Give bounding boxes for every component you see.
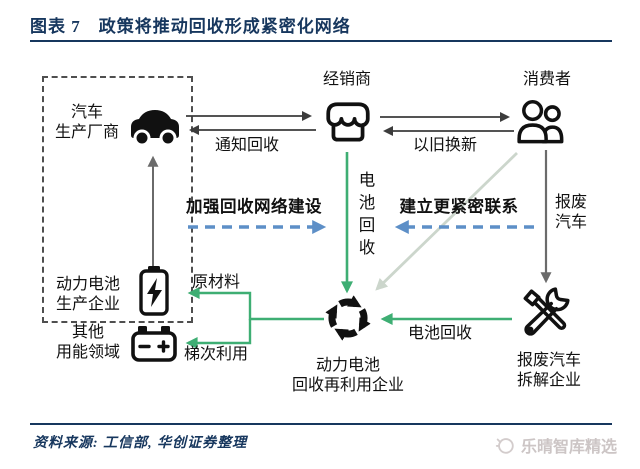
manufacturer-group-box [42, 76, 193, 323]
automaker-label: 汽车 生产厂商 [54, 104, 119, 141]
raw-materials-label: 原材料 [191, 274, 240, 291]
watermark: 乐晴智库精选 [494, 433, 617, 457]
trade-in-label: 以旧换新 [412, 137, 477, 154]
people-icon [517, 99, 564, 144]
battery-horizontal-icon [131, 326, 177, 362]
source-note: 资料来源: 工信部, 华创证券整理 [33, 436, 248, 451]
sun-icon [495, 438, 514, 454]
tools-icon [523, 287, 570, 336]
storefront-icon [326, 102, 370, 142]
battery-maker-label: 动力电池 生产企业 [55, 276, 120, 313]
notify-recycle-label: 通知回收 [214, 137, 279, 154]
notify-recycle-arrows [186, 111, 316, 135]
consumer-to-recycler-faint-arrow [375, 151, 518, 291]
battery-recycle-vertical-label: 电池回收 [356, 171, 374, 261]
strengthen-network-label: 加强回收网络建设 [186, 198, 322, 216]
battery-vertical-icon [139, 266, 169, 316]
car-icon [131, 110, 179, 147]
recycler-to-batteries-green-bracket [185, 287, 324, 349]
dealer-label: 经销商 [322, 71, 371, 88]
trade-in-arrows [380, 112, 514, 136]
dismantler-label: 报废汽车 拆解企业 [516, 352, 581, 389]
watermark-text: 乐晴智库精选 [521, 439, 618, 456]
other-fields-label: 其他 用能领域 [55, 324, 120, 361]
cascade-use-label: 梯次利用 [183, 346, 248, 363]
footer-rule [30, 423, 612, 425]
recycle-icon [325, 295, 371, 341]
scrap-cars-label: 报废 汽车 [554, 194, 587, 231]
closer-ties-label: 建立更紧密联系 [399, 198, 519, 216]
consumer-label: 消费者 [522, 71, 571, 88]
recycler-label: 动力电池 回收再利用企业 [291, 357, 404, 394]
title-underline [30, 40, 612, 42]
battery-recycle-bottom-label: 电池回收 [407, 325, 472, 342]
figure-title: 图表 7 政策将推动回收形成紧密化网络 [30, 17, 351, 36]
